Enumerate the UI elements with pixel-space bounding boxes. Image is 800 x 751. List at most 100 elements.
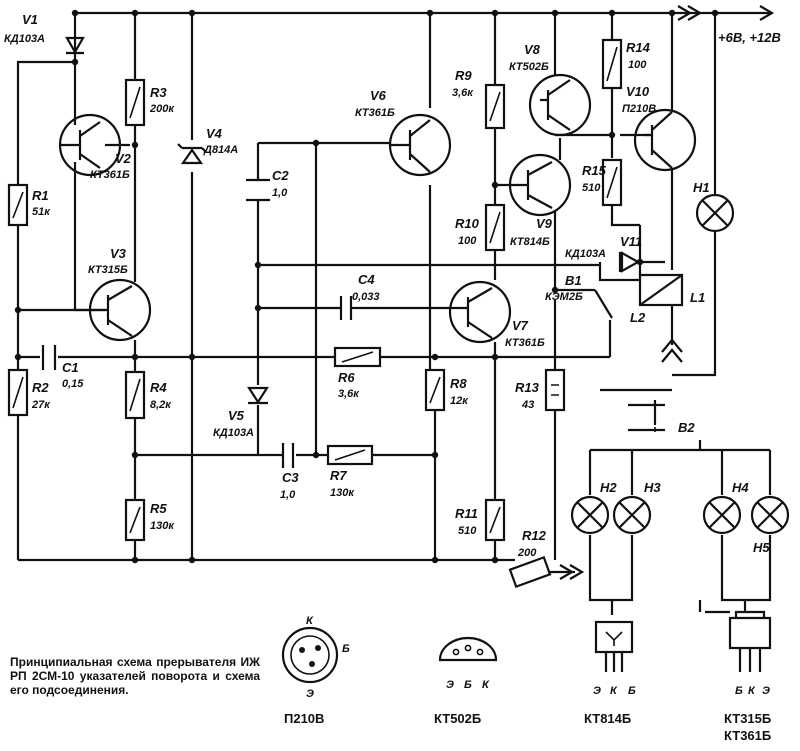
R10 — [484, 203, 506, 252]
V2 — [58, 113, 122, 177]
label-R13-ref: R13 — [515, 380, 540, 395]
label-R6-ref: R6 — [338, 370, 355, 385]
C1 — [41, 345, 57, 370]
label-R8-value: 12к — [450, 395, 469, 407]
pin-label: Э — [593, 685, 601, 697]
label-R15-ref: R15 — [582, 163, 607, 178]
label-R10-ref: R10 — [455, 216, 480, 231]
C2 — [246, 178, 270, 202]
label-C4-ref: C4 — [358, 272, 375, 287]
pin-label: К — [748, 685, 756, 697]
R14 — [601, 38, 623, 90]
R1 — [7, 183, 29, 227]
label-R12-value: 200 — [517, 547, 537, 559]
label-V5-ref: V5 — [228, 408, 245, 423]
pin-label: Э — [306, 688, 314, 700]
label-V8-ref: V8 — [524, 42, 541, 57]
package-name: П210В — [284, 711, 324, 726]
label-R7-value: 130к — [330, 487, 355, 499]
H3 — [612, 495, 652, 535]
package-P210V: К Б Э П210В — [281, 615, 350, 726]
connector-icon — [559, 5, 775, 580]
wires — [16, 11, 772, 615]
pin-label: Б — [342, 643, 350, 655]
capacitor-icon — [41, 178, 353, 468]
R11 — [484, 498, 506, 542]
junctions — [14, 9, 719, 564]
label-V1-value: КД103А — [4, 33, 45, 45]
label-R1-value: 51к — [32, 206, 51, 218]
package-KT315B: Б К Э КТ315Б КТ361Б — [724, 610, 771, 743]
R13 — [544, 368, 566, 412]
V4 — [177, 143, 207, 165]
package-name: КТ814Б — [584, 711, 631, 726]
label-C1-ref: C1 — [62, 360, 79, 375]
label-V10-ref: V10 — [626, 84, 650, 99]
label-H5-ref: H5 — [753, 540, 770, 555]
label-R10-value: 100 — [458, 235, 477, 247]
label-B2-ref: B2 — [678, 420, 695, 435]
label-R2-ref: R2 — [32, 380, 49, 395]
V8 — [528, 73, 592, 137]
label-V4-value: Д814А — [203, 144, 238, 156]
R9 — [484, 83, 506, 130]
label-R12-ref: R12 — [522, 528, 547, 543]
label-R11-value: 510 — [458, 525, 477, 537]
label-R5-ref: R5 — [150, 501, 167, 516]
label-H1-ref: H1 — [693, 180, 710, 195]
pin-label: Б — [628, 685, 636, 697]
label-R8-ref: R8 — [450, 376, 467, 391]
label-R14-value: 100 — [628, 59, 647, 71]
label-H2-ref: H2 — [600, 480, 617, 495]
label-V7-value: КТ361Б — [505, 337, 545, 349]
package-KT814B: Э К Б КТ814Б — [584, 620, 636, 726]
H2 — [570, 495, 610, 535]
label-V4-ref: V4 — [206, 126, 223, 141]
label-C2-ref: C2 — [272, 168, 289, 183]
V11 — [618, 251, 641, 273]
label-R1-ref: R1 — [32, 188, 49, 203]
pin-label: К — [306, 615, 314, 627]
V5 — [246, 386, 270, 405]
V10 — [633, 108, 697, 172]
relay-coil-icon — [638, 273, 684, 307]
package-name-line1: КТ315Б — [724, 711, 771, 726]
B1 — [594, 289, 613, 319]
label-L2-ref: L2 — [630, 310, 646, 325]
label-R9-ref: R9 — [455, 68, 472, 83]
label-V2-value: КТ361Б — [90, 169, 130, 181]
pin-label: Б — [735, 685, 743, 697]
R7 — [326, 444, 374, 466]
label-V9-ref: V9 — [536, 216, 553, 231]
label-V1-ref: V1 — [22, 12, 38, 27]
label-V2-ref: V2 — [115, 151, 132, 166]
C3 — [278, 443, 295, 468]
label-H3-ref: H3 — [644, 480, 661, 495]
label-R4-value: 8,2к — [150, 399, 172, 411]
label-C3-ref: C3 — [282, 470, 299, 485]
R15 — [601, 158, 623, 207]
R3 — [124, 78, 146, 127]
B2 — [628, 400, 665, 436]
label-V10-value: П210В — [622, 103, 656, 115]
supply-label: +6В, +12В — [718, 30, 781, 45]
figure-caption: Принципиальная схема прерывателя ИЖ РП 2… — [10, 655, 260, 697]
lamp-icon — [570, 193, 790, 535]
label-V11-ref: V11 — [620, 234, 642, 249]
label-V3-ref: V3 — [110, 246, 127, 261]
label-R5-value: 130к — [150, 520, 175, 532]
label-V3-value: КТ315Б — [88, 264, 128, 276]
R2 — [7, 368, 29, 417]
V9 — [508, 153, 572, 217]
pin-label: К — [482, 679, 490, 691]
label-B1-value: КЭМ2Б — [545, 291, 583, 303]
pin-label: Б — [464, 679, 472, 691]
H4 — [702, 495, 742, 535]
diode-icon — [65, 36, 641, 405]
resistor-icon — [7, 38, 623, 589]
label-V8-value: КТ502Б — [509, 61, 549, 73]
component-labels: V1 КД103А V2 КТ361Б V3 КТ315Б V4 Д814А V… — [4, 12, 781, 559]
V6 — [388, 113, 452, 177]
label-C2-value: 1,0 — [272, 187, 288, 199]
R8 — [424, 368, 446, 412]
